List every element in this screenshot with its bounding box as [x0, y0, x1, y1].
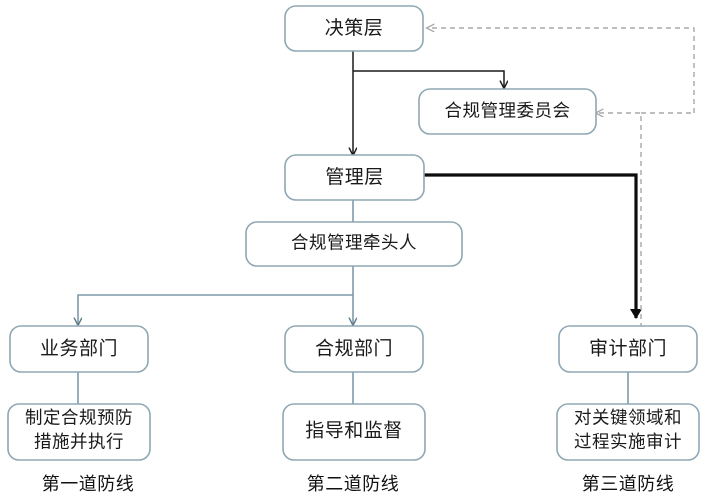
node-committee-box	[418, 88, 597, 135]
connector-audit-report-to-committee	[596, 113, 642, 328]
node-compliance-duty-box	[282, 403, 426, 461]
connector-management-to-audit-dept	[424, 173, 642, 319]
node-business-dept[interactable]: 业务部门	[9, 325, 149, 373]
connector-lead-to-business-dept	[78, 294, 353, 325]
node-compliance-lead[interactable]: 合规管理牵头人	[245, 221, 463, 267]
node-business-duty-box	[7, 403, 151, 461]
connector-decision-to-committee	[353, 70, 504, 88]
node-decision[interactable]: 决策层	[284, 5, 424, 52]
node-audit-duty[interactable]: 对关键领域和 过程实施审计	[556, 403, 700, 461]
connector-audit-report-to-decision	[427, 28, 695, 113]
node-compliance-duty-label: 指导和监督	[305, 419, 403, 441]
defense-line-label-first: 第一道防线	[42, 474, 135, 494]
node-compliance-duty[interactable]: 指导和监督	[282, 403, 426, 461]
node-audit-duty-label-line1: 对关键领域和	[574, 408, 682, 428]
node-compliance-dept-box	[284, 325, 424, 373]
node-business-duty[interactable]: 制定合规预防 措施并执行	[7, 403, 151, 461]
node-decision-label: 决策层	[325, 17, 384, 39]
node-audit-dept-label: 审计部门	[589, 337, 667, 359]
node-compliance-lead-label: 合规管理牵头人	[291, 233, 417, 253]
node-management-box	[284, 154, 425, 201]
node-business-duty-label-line2: 措施并执行	[34, 432, 124, 452]
node-audit-dept[interactable]: 审计部门	[558, 325, 698, 373]
node-compliance-lead-box	[245, 221, 463, 267]
defense-line-label-third: 第三道防线	[582, 474, 675, 494]
node-business-duty-label-line1: 制定合规预防	[25, 408, 133, 428]
node-business-dept-box	[9, 325, 149, 373]
node-committee-label: 合规管理委员会	[445, 101, 571, 121]
node-decision-box	[284, 5, 424, 52]
node-management[interactable]: 管理层	[284, 154, 425, 201]
node-compliance-dept-label: 合规部门	[315, 337, 393, 359]
node-committee[interactable]: 合规管理委员会	[418, 88, 597, 135]
defense-line-label-second: 第二道防线	[307, 474, 400, 494]
node-business-dept-label: 业务部门	[40, 337, 118, 359]
node-audit-duty-label-line2: 过程实施审计	[574, 432, 682, 452]
node-audit-duty-box	[556, 403, 700, 461]
node-management-label: 管理层	[325, 166, 384, 188]
node-audit-dept-box	[558, 325, 698, 373]
node-compliance-dept[interactable]: 合规部门	[284, 325, 424, 373]
